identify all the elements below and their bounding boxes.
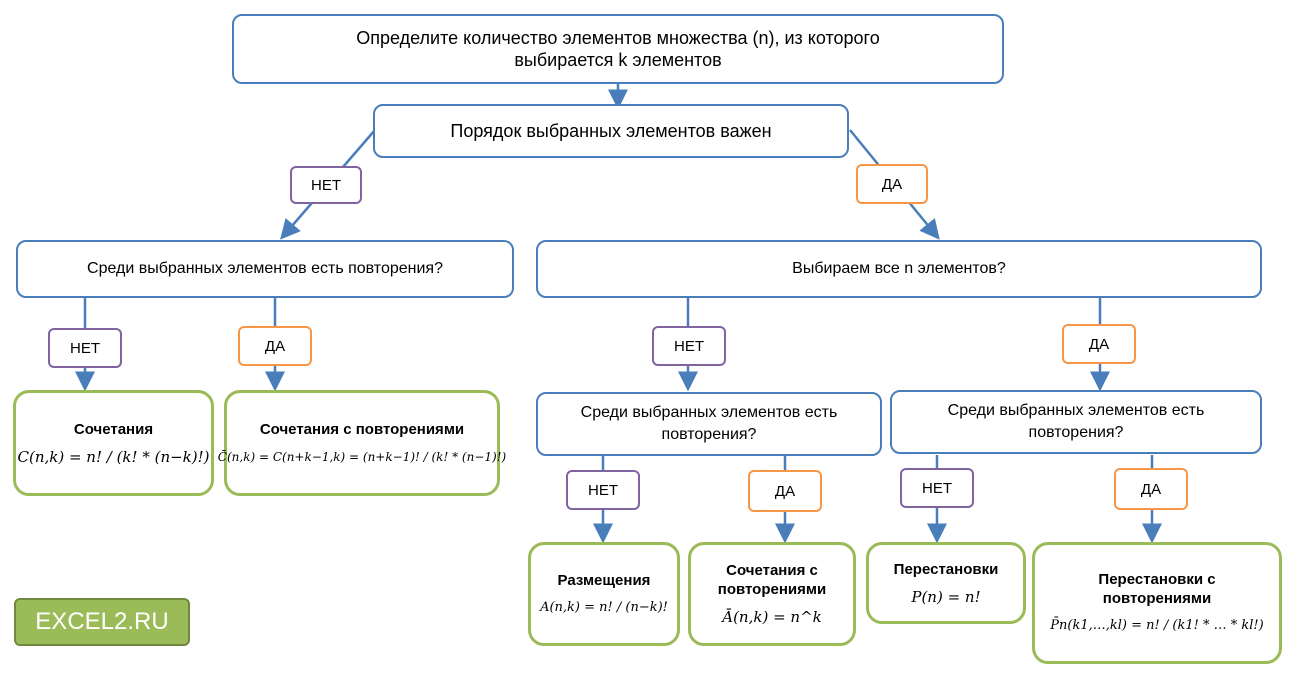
result-title: Сочетания с повторениями (259, 420, 465, 438)
result-combinations-rep: Сочетания с повторениями C̄(n,k) = C(n+k… (218, 390, 506, 496)
label-yes: ДА (238, 326, 312, 366)
root-line1: Определите количество элементов множеств… (356, 28, 880, 48)
result-title: Перестановки (893, 560, 999, 578)
label-yes: ДА (748, 470, 822, 512)
label-no: НЕТ (290, 166, 362, 204)
formula: P̄n(k1,…,kl) = n! / (k1! * … * kl!) (1050, 618, 1264, 633)
order-question: Порядок выбранных элементов важен (373, 104, 849, 158)
label-no-text: НЕТ (674, 337, 704, 355)
root-question: Определите количество элементов множеств… (232, 14, 1004, 84)
label-yes-text: ДА (264, 337, 286, 355)
sub-question-1: Среди выбранных элементов есть повторени… (536, 392, 882, 456)
result-arrangements: Размещения A(n,k) = n! / (n−k)! (528, 542, 680, 646)
label-no: НЕТ (48, 328, 122, 368)
result-permutations: Перестановки P(n) = n! (866, 542, 1026, 624)
sub-question-1-line2: повторения? (661, 426, 757, 443)
sub-question-1-line1: Среди выбранных элементов есть (580, 404, 838, 421)
label-no: НЕТ (566, 470, 640, 510)
label-yes: ДА (1062, 324, 1136, 364)
result-title-line1: Сочетания с (726, 562, 818, 579)
result-title: Размещения (557, 571, 651, 589)
root-line2: выбирается k элементов (514, 50, 722, 70)
label-no: НЕТ (652, 326, 726, 366)
result-combinations: Сочетания C(n,k) = n! / (k! * (n−k)!) (13, 390, 214, 496)
result-permutations-rep: Перестановки с повторениями P̄n(k1,…,kl)… (1032, 542, 1282, 664)
formula: A(n,k) = n! / (n−k)! (540, 599, 668, 615)
label-yes: ДА (1114, 468, 1188, 510)
result-title-line1: Перестановки с (1098, 571, 1216, 588)
label-no: НЕТ (900, 468, 974, 508)
formula: C(n,k) = n! / (k! * (n−k)!) (17, 447, 210, 466)
result-arrangements-rep: Сочетания с повторениями Ā(n,k) = n^k (688, 542, 856, 646)
sub-question-2-line2: повторения? (1028, 424, 1124, 441)
formula: P(n) = n! (911, 587, 981, 606)
sub-question-2: Среди выбранных элементов есть повторени… (890, 390, 1262, 454)
right-question-text: Выбираем все n элементов? (792, 260, 1006, 277)
result-title: Сочетания (73, 420, 154, 438)
formula: Ā(n,k) = n^k (722, 608, 822, 626)
right-question: Выбираем все n элементов? (536, 240, 1262, 298)
label-yes: ДА (856, 164, 928, 204)
label-no-text: НЕТ (311, 176, 341, 194)
label-yes-text: ДА (774, 482, 796, 500)
label-yes-text: ДА (1140, 480, 1162, 498)
logo-text: EXCEL2.RU (35, 608, 169, 635)
label-no-text: НЕТ (922, 479, 952, 497)
logo: EXCEL2.RU (14, 598, 190, 646)
result-title-line2: повторениями (717, 581, 827, 598)
sub-question-2-line1: Среди выбранных элементов есть (947, 402, 1205, 419)
result-title-line2: повторениями (1102, 590, 1212, 607)
left-question-text: Среди выбранных элементов есть повторени… (87, 260, 443, 277)
left-question: Среди выбранных элементов есть повторени… (16, 240, 514, 298)
label-no-text: НЕТ (70, 339, 100, 357)
label-no-text: НЕТ (588, 481, 618, 499)
formula: C̄(n,k) = C(n+k−1,k) = (n+k−1)! / (k! * … (217, 449, 507, 464)
label-yes-text: ДА (881, 175, 903, 193)
label-yes-text: ДА (1088, 335, 1110, 353)
order-question-text: Порядок выбранных элементов важен (450, 121, 772, 141)
